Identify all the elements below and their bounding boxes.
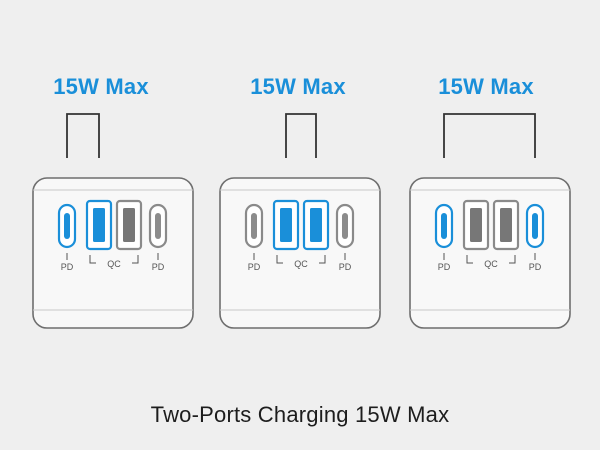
max-label: 15W Max: [250, 74, 346, 99]
charger-body: [32, 177, 194, 329]
usb-a-port: [85, 199, 113, 251]
usb-c-port: [525, 203, 545, 249]
port-label: PD: [152, 262, 165, 272]
port-label: PD: [438, 262, 451, 272]
usb-a-port: [272, 199, 300, 251]
port-label: PD: [248, 262, 261, 272]
footer-caption: Two-Ports Charging 15W Max: [150, 402, 450, 427]
charger-illustration-3: PD PD QC: [409, 113, 571, 329]
usb-c-port: [57, 203, 77, 249]
connection-bracket: [443, 113, 536, 158]
port-label: PD: [61, 262, 74, 272]
usb-a-port: [492, 199, 520, 251]
port-label: PD: [339, 262, 352, 272]
usb-a-port: [462, 199, 490, 251]
panel-2: 15W Max PD PD QC: [202, 0, 402, 380]
max-label: 15W Max: [438, 74, 534, 99]
connection-bracket: [285, 113, 317, 158]
port-label: PD: [529, 262, 542, 272]
usb-a-port: [302, 199, 330, 251]
panel-3: 15W Max PD PD QC: [392, 0, 592, 380]
qc-label: QC: [484, 259, 498, 269]
charger-body: [219, 177, 381, 329]
qc-label: QC: [107, 259, 121, 269]
charger-body: [409, 177, 571, 329]
usb-c-port: [335, 203, 355, 249]
charger-illustration-1: PD PD QC: [32, 113, 194, 329]
max-label: 15W Max: [53, 74, 149, 99]
qc-label: QC: [294, 259, 308, 269]
usb-c-port: [434, 203, 454, 249]
usb-a-port: [115, 199, 143, 251]
usb-c-port: [244, 203, 264, 249]
connection-bracket: [66, 113, 100, 158]
usb-c-port: [148, 203, 168, 249]
panel-1: 15W Max PD PD QC: [15, 0, 215, 380]
charger-illustration-2: PD PD QC: [219, 113, 381, 329]
